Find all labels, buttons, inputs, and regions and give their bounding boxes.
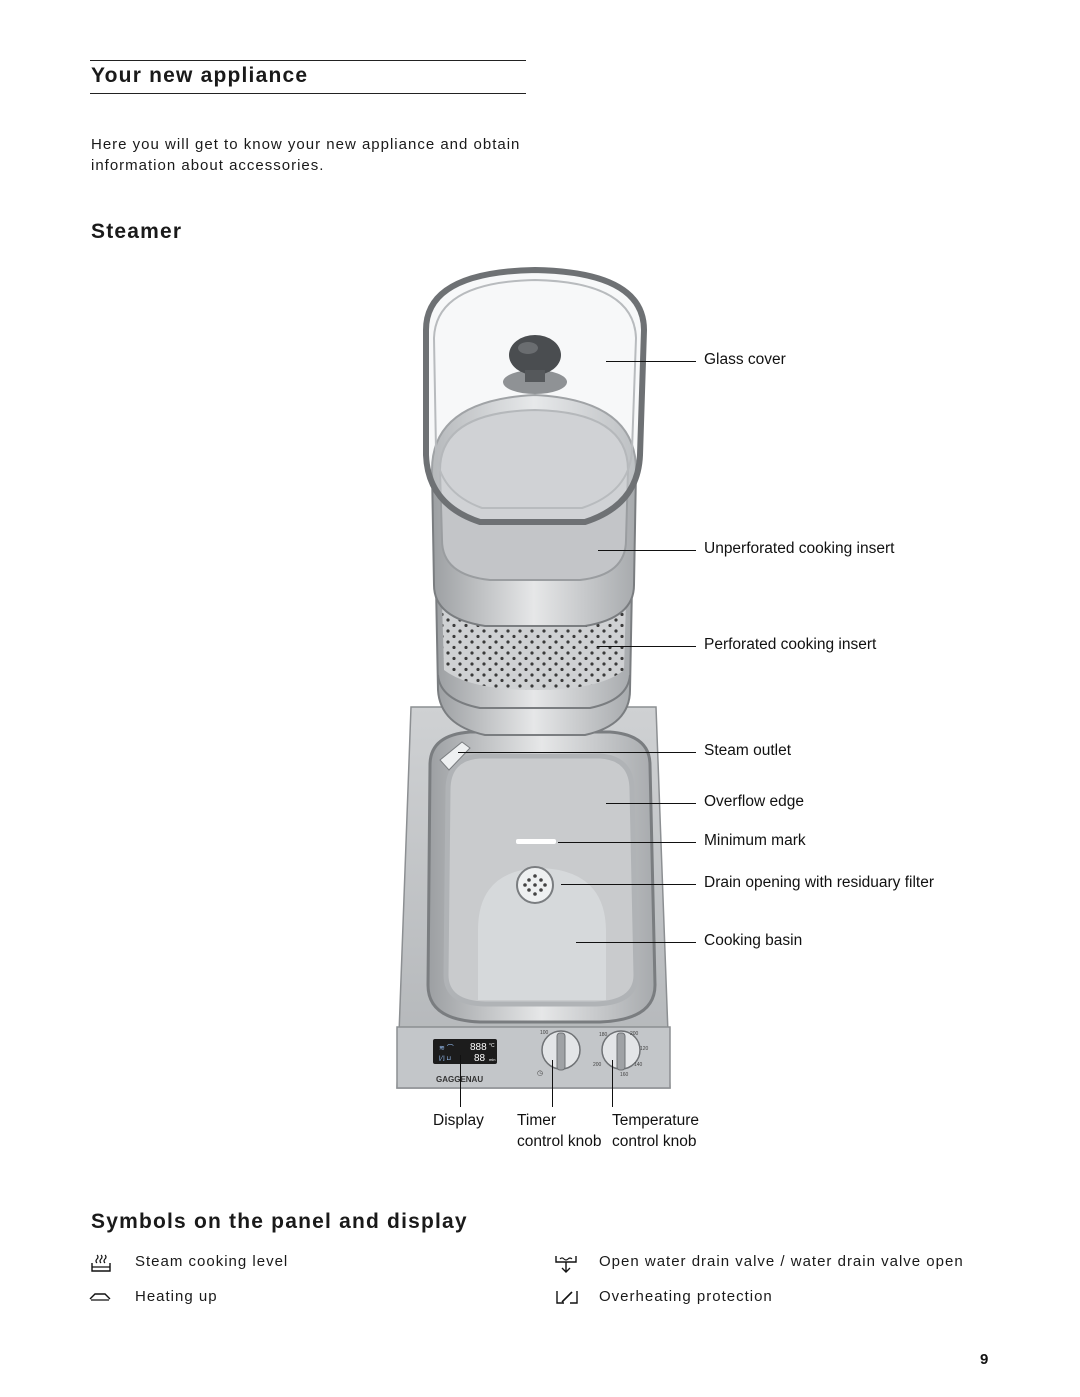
label-temperature-knob: control knob <box>612 1133 697 1150</box>
callout-minimum-mark: Minimum mark <box>704 832 806 849</box>
glass-cover <box>423 266 648 525</box>
leader-minimum <box>558 842 696 843</box>
svg-text:200: 200 <box>630 1031 639 1037</box>
leader-basin <box>576 942 696 943</box>
overheating-icon <box>556 1291 578 1304</box>
svg-text:min: min <box>489 1057 495 1062</box>
symbol-label-drain-valve: Open water drain valve / water drain val… <box>599 1253 964 1270</box>
leader-steam-outlet <box>458 752 696 753</box>
svg-text:°C: °C <box>489 1043 495 1049</box>
symbols-heading: Symbols on the panel and display <box>91 1210 468 1233</box>
callout-steam-outlet: Steam outlet <box>704 742 792 759</box>
svg-text:100: 100 <box>540 1030 549 1036</box>
symbol-label-overheating: Overheating protection <box>599 1288 773 1305</box>
symbol-label-steam-cooking: Steam cooking level <box>135 1253 289 1270</box>
svg-text:160: 160 <box>620 1072 629 1078</box>
leader-display <box>460 1055 461 1107</box>
top-rule <box>90 60 526 61</box>
display-digits-top: 888 <box>470 1042 487 1053</box>
label-display: Display <box>433 1112 484 1129</box>
intro-text: Here you will get to know your new appli… <box>91 136 521 174</box>
label-temperature: Temperature <box>612 1112 700 1129</box>
leader-unperforated <box>598 550 696 551</box>
steam-cooking-icon <box>91 1254 111 1272</box>
leader-perforated <box>597 646 696 647</box>
callout-overflow-edge: Overflow edge <box>704 793 804 810</box>
cover-knob <box>509 335 561 375</box>
svg-text:⌊⁄⌋ ⊔: ⌊⁄⌋ ⊔ <box>439 1055 451 1062</box>
label-timer: Timer <box>517 1112 557 1129</box>
svg-text:180: 180 <box>599 1032 608 1038</box>
leader-drain <box>561 884 696 885</box>
callout-unperforated-insert: Unperforated cooking insert <box>704 540 895 557</box>
title-underline <box>90 93 526 94</box>
heating-up-icon <box>89 1293 111 1301</box>
symbol-label-heating-up: Heating up <box>135 1288 218 1305</box>
page-title: Your new appliance <box>91 64 309 87</box>
callout-perforated-insert: Perforated cooking insert <box>704 636 877 653</box>
steamer-illustration: ≋ ⌒ 888 °C ⌊⁄⌋ ⊔ 88 min GAGGENAU 100 ◷ 1… <box>396 266 671 1089</box>
leader-timer <box>552 1060 553 1107</box>
callout-glass-cover: Glass cover <box>704 351 786 368</box>
svg-text:≋ ⌒: ≋ ⌒ <box>439 1044 454 1052</box>
display-window <box>433 1039 497 1064</box>
steamer-heading: Steamer <box>91 220 183 243</box>
display-digits-bottom: 88 <box>474 1053 486 1064</box>
page-number: 9 <box>980 1351 989 1368</box>
leader-glass-cover <box>606 361 696 362</box>
callout-drain-opening: Drain opening with residuary filter <box>704 874 935 891</box>
svg-text:◷: ◷ <box>537 1070 543 1077</box>
svg-text:120: 120 <box>640 1046 649 1052</box>
brand-logo: GAGGENAU <box>436 1075 483 1084</box>
leader-overflow <box>606 803 696 804</box>
callout-cooking-basin: Cooking basin <box>704 932 803 949</box>
leader-temperature <box>612 1060 613 1107</box>
label-timer-knob: control knob <box>517 1133 602 1150</box>
svg-text:200: 200 <box>593 1062 602 1068</box>
svg-text:140: 140 <box>634 1062 643 1068</box>
drain-valve-icon <box>555 1256 577 1273</box>
